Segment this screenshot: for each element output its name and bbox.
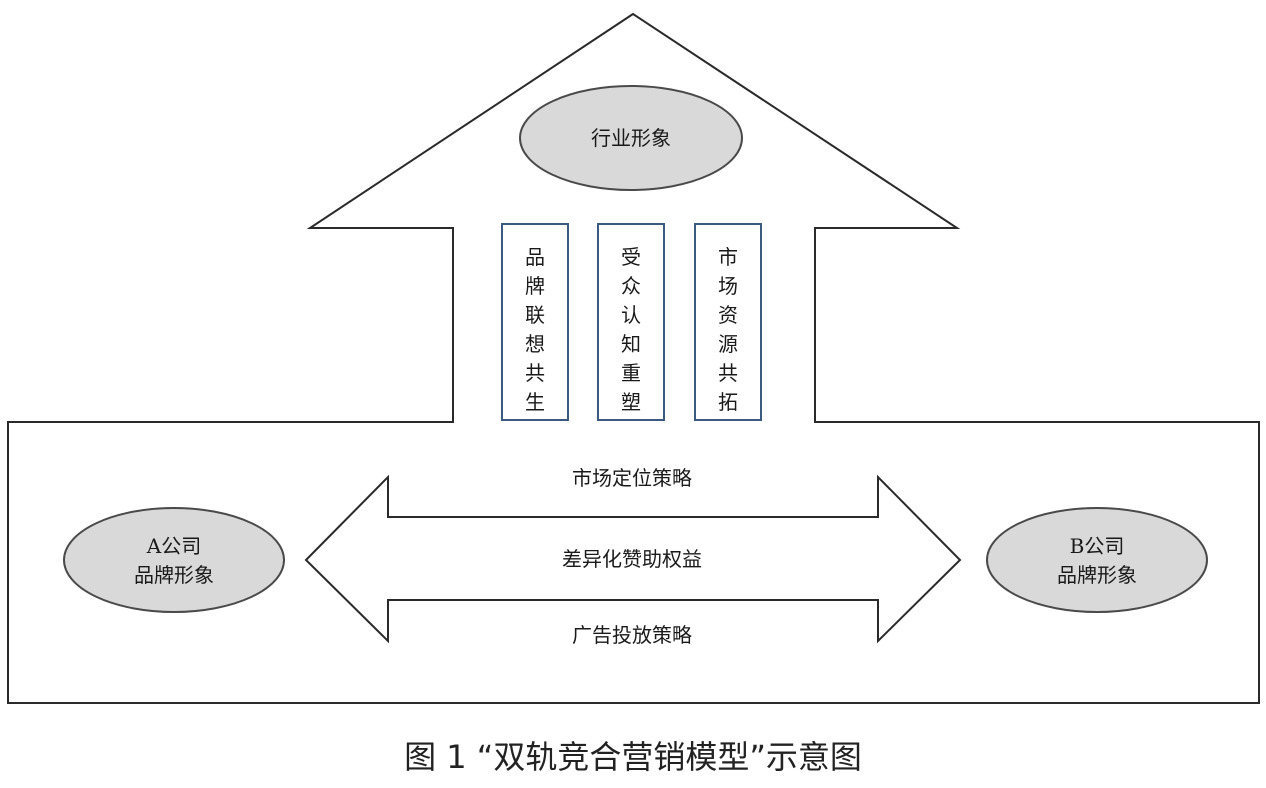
pillar-3-label: 市场资源共拓 bbox=[718, 245, 738, 414]
industry-image-ellipse bbox=[519, 85, 743, 191]
pillar-char: 拓 bbox=[718, 390, 738, 414]
industry-image-label: 行业形象 bbox=[591, 126, 671, 150]
company-a-line2: 品牌形象 bbox=[134, 563, 214, 587]
pillar-1: 品牌联想共生 bbox=[501, 223, 569, 421]
pillar-char: 品 bbox=[525, 245, 545, 269]
company-a-ellipse bbox=[63, 507, 285, 613]
pillar-char: 资 bbox=[718, 303, 738, 327]
company-a-line1: A公司 bbox=[146, 534, 201, 558]
company-b-line2: 品牌形象 bbox=[1057, 563, 1137, 587]
company-b-ellipse bbox=[986, 507, 1208, 613]
arrow-middle-label: 差异化赞助权益 bbox=[562, 547, 702, 571]
figure-caption: 图 1 “双轨竞合营销模型”示意图 bbox=[404, 738, 862, 776]
pillar-char: 受 bbox=[621, 245, 641, 269]
pillar-char: 源 bbox=[718, 332, 738, 356]
pillar-3: 市场资源共拓 bbox=[694, 223, 762, 421]
pillar-char: 重 bbox=[621, 361, 641, 385]
pillar-char: 共 bbox=[525, 361, 545, 385]
arrow-bottom-label: 广告投放策略 bbox=[572, 623, 692, 647]
company-b-line1: B公司 bbox=[1070, 534, 1125, 558]
pillar-char: 塑 bbox=[621, 390, 641, 414]
arrow-top-label: 市场定位策略 bbox=[572, 466, 692, 490]
pillar-2: 受众认知重塑 bbox=[597, 223, 665, 421]
pillar-char: 生 bbox=[525, 390, 545, 414]
pillar-char: 想 bbox=[525, 332, 545, 356]
pillar-1-label: 品牌联想共生 bbox=[525, 245, 545, 414]
pillar-char: 市 bbox=[718, 245, 738, 269]
pillar-char: 共 bbox=[718, 361, 738, 385]
pillar-2-label: 受众认知重塑 bbox=[621, 245, 641, 414]
pillar-char: 牌 bbox=[525, 274, 545, 298]
pillar-char: 场 bbox=[718, 274, 738, 298]
pillar-char: 认 bbox=[621, 303, 641, 327]
double-arrow bbox=[304, 474, 962, 644]
pillar-char: 联 bbox=[525, 303, 545, 327]
pillar-char: 知 bbox=[621, 332, 641, 356]
pillar-char: 众 bbox=[621, 274, 641, 298]
